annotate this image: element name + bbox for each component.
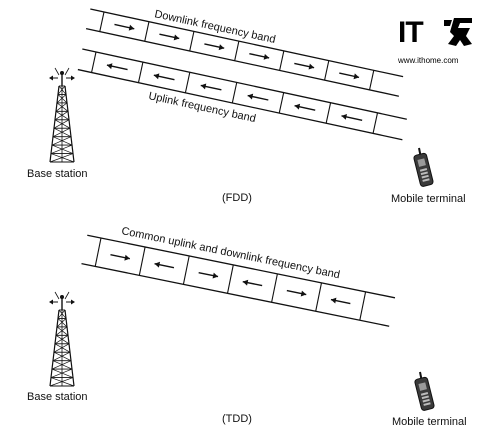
arrow-right-icon (159, 33, 180, 41)
tdd-common-cell-divider (359, 291, 367, 321)
fdd-uplink-cell-divider (184, 72, 191, 93)
mobile-phone-icon (414, 371, 435, 411)
fdd-downlink-top-edge (90, 8, 404, 78)
tdd-common-cell-divider (315, 282, 323, 312)
arrow-right-icon (249, 52, 270, 60)
fdd-uplink-cell-divider (278, 92, 285, 114)
tdd-band-label: Common uplink and downlink frequency ban… (120, 225, 341, 281)
fdd-uplink-bottom-edge (77, 68, 403, 141)
tdd-common-cell-divider (182, 255, 190, 285)
tdd-common-top-edge (87, 234, 396, 299)
arrow-left-icon (153, 73, 175, 81)
fdd-downlink-cell-divider (99, 11, 105, 32)
fdd-uplink-band (77, 48, 407, 141)
base-station-tower-icon (49, 291, 75, 387)
arrow-right-icon (198, 271, 219, 279)
ithome-mark-icon (444, 18, 472, 46)
arrow-right-icon (110, 254, 130, 261)
mobile-phone-icon (413, 147, 434, 187)
arrow-right-icon (204, 43, 225, 51)
arrow-right-icon (339, 72, 360, 80)
arrow-left-icon (341, 113, 363, 121)
tdd-common-bottom-edge (81, 262, 390, 327)
fdd-downlink-cell-divider (144, 21, 150, 42)
fdd-base-station-label: Base station (27, 168, 88, 180)
arrow-left-icon (154, 261, 175, 269)
arrow-left-icon (330, 297, 351, 305)
tdd-common-cell-divider (226, 264, 234, 294)
fdd-downlink-cell-divider (324, 60, 330, 81)
fdd-downlink-band (85, 8, 404, 97)
fdd-uplink-top-edge (82, 48, 407, 120)
fdd-downlink-cell-divider (234, 41, 240, 61)
tdd-caption: (TDD) (222, 413, 252, 425)
logo-brand: IT (398, 16, 424, 49)
base-station-tower-icon (49, 67, 75, 163)
arrow-left-icon (242, 279, 263, 287)
fdd-caption: (FDD) (222, 192, 252, 204)
fdd-downlink-cell-divider (369, 70, 375, 90)
arrow-left-icon (294, 103, 316, 111)
tdd-common-band (81, 234, 396, 327)
fdd-uplink-label: Uplink frequency band (147, 90, 257, 125)
fdd-downlink-bottom-edge (85, 27, 400, 97)
arrow-left-icon (200, 83, 222, 91)
fdd-uplink-cell-divider (372, 112, 379, 134)
fdd-uplink-cell-divider (231, 82, 238, 104)
arrow-left-icon (106, 63, 128, 71)
fdd-uplink-cell-divider (325, 102, 332, 124)
fdd-downlink-cell-divider (279, 50, 285, 71)
tdd-common-cell-divider (271, 273, 278, 303)
tdd-common-cell-divider (94, 237, 102, 267)
tdd-mobile-label: Mobile terminal (392, 416, 467, 428)
fdd-mobile-label: Mobile terminal (391, 193, 466, 205)
arrow-right-icon (114, 23, 135, 31)
logo-url: www.ithome.com (398, 56, 459, 65)
ithome-logo: IT www.ithome.com (398, 14, 478, 70)
arrow-right-icon (286, 289, 307, 297)
tdd-base-station-label: Base station (27, 391, 88, 403)
arrow-right-icon (294, 62, 315, 70)
fdd-downlink-cell-divider (189, 31, 195, 52)
fdd-uplink-cell-divider (137, 62, 144, 83)
tdd-common-cell-divider (138, 246, 146, 276)
fdd-uplink-cell-divider (91, 51, 97, 73)
arrow-left-icon (247, 93, 269, 101)
